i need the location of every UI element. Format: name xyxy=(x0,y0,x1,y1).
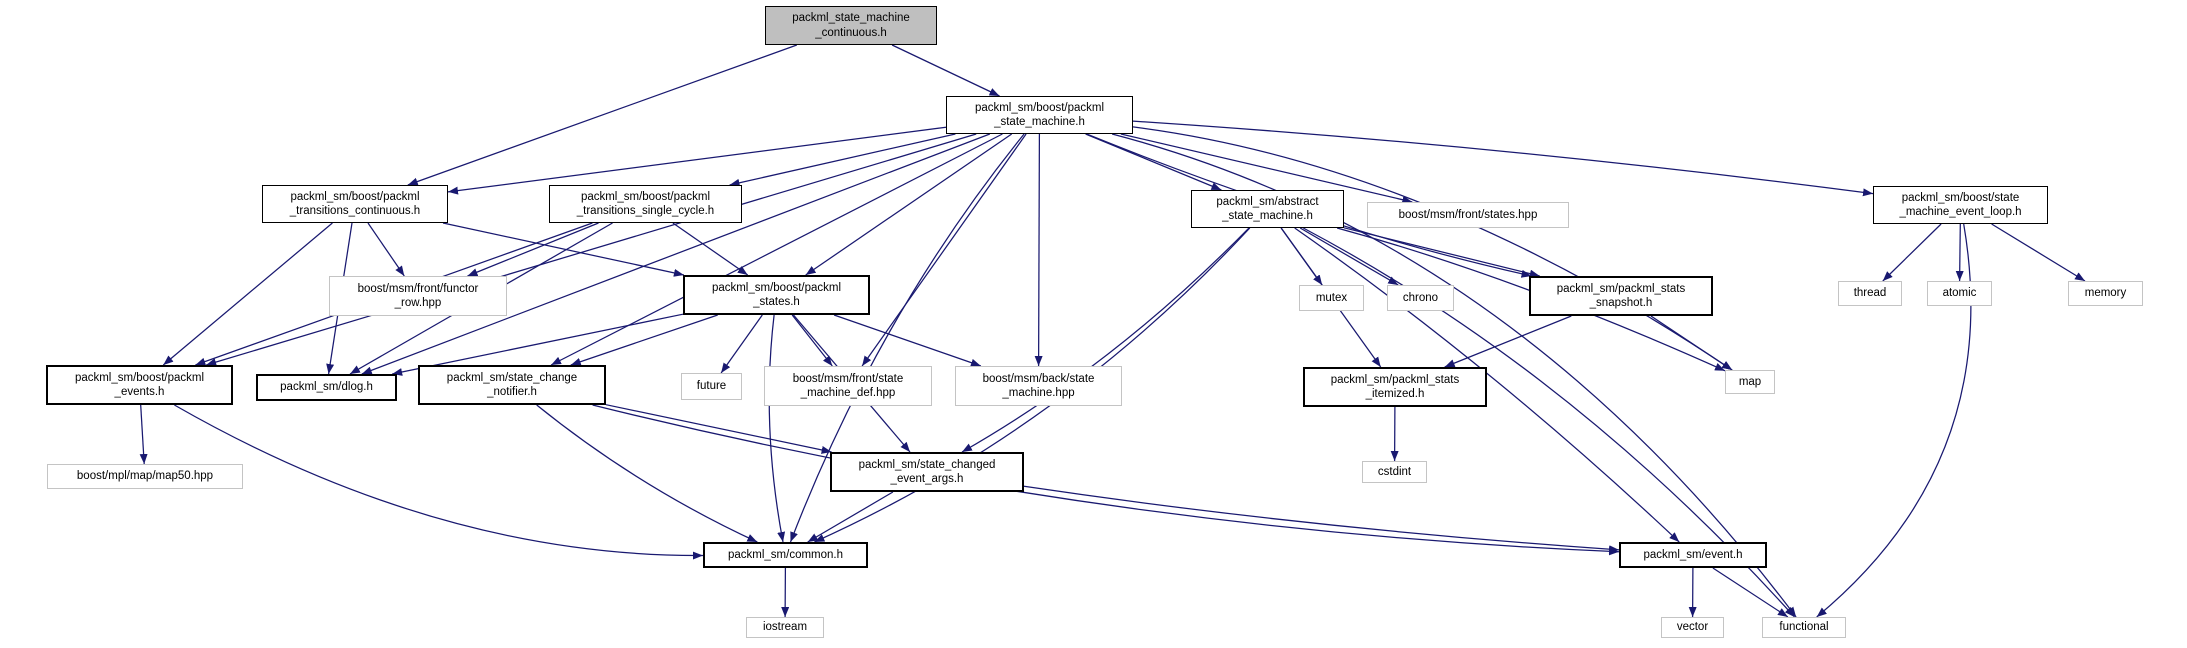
node-future: future xyxy=(681,373,742,400)
edge-packml-state-machine-to-state-machine-event-loop xyxy=(1132,120,1874,197)
edge-transitions-continuous-to-packml-events xyxy=(162,222,333,366)
edge-state-machine-event-loop-to-memory xyxy=(1991,223,2086,282)
edge-packml-state-machine-to-msm-front-states xyxy=(1120,133,1413,204)
edge-transitions-single-cycle-to-packml-states xyxy=(672,222,749,276)
node-common[interactable]: packml_sm/common.h xyxy=(703,542,868,568)
edge-event-to-functional xyxy=(1712,567,1789,618)
edge-abstract-state-machine-to-state-changed-event-args xyxy=(961,227,1250,453)
node-memory: memory xyxy=(2068,281,2143,306)
edge-packml-state-machine-to-common xyxy=(789,133,1025,543)
edge-packml-state-machine-to-functional xyxy=(1111,133,1797,618)
node-chrono: chrono xyxy=(1387,285,1454,311)
edge-state-change-notifier-to-event xyxy=(592,404,1620,556)
edge-packml-states-to-state-change-notifier xyxy=(570,314,718,366)
edge-packml-state-machine-to-packml-states xyxy=(805,133,1013,276)
edge-transitions-continuous-to-msm-functor-row xyxy=(367,222,405,277)
node-packml-state-machine-continuous: packml_state_machine _continuous.h xyxy=(765,6,937,45)
node-dlog[interactable]: packml_sm/dlog.h xyxy=(256,374,397,401)
edge-state-machine-event-loop-to-thread xyxy=(1882,223,1942,282)
edge-packml-stats-snapshot-to-map xyxy=(1650,315,1733,371)
edge-packml-state-machine-to-state-change-notifier xyxy=(550,133,1003,366)
edge-transitions-single-cycle-to-msm-functor-row xyxy=(467,222,599,277)
node-transitions-continuous[interactable]: packml_sm/boost/packml _transitions_cont… xyxy=(262,185,448,223)
edge-packml-state-machine-to-packml-events xyxy=(206,133,977,366)
edge-packml-state-machine-to-dlog xyxy=(361,133,991,375)
edge-packml-states-to-future xyxy=(720,314,763,374)
edge-abstract-state-machine-to-event xyxy=(1294,227,1680,543)
node-atomic: atomic xyxy=(1927,281,1992,306)
node-state-change-notifier[interactable]: packml_sm/state_change _notifier.h xyxy=(418,365,606,405)
node-abstract-state-machine[interactable]: packml_sm/abstract _state_machine.h xyxy=(1191,190,1344,228)
edge-packml-state-machine-to-transitions-continuous xyxy=(447,126,947,195)
node-msm-front-state-machine-def: boost/msm/front/state _machine_def.hpp xyxy=(764,366,932,406)
node-packml-events[interactable]: packml_sm/boost/packml _events.h xyxy=(46,365,233,405)
node-cstdint: cstdint xyxy=(1362,461,1427,483)
edge-packml-states-to-msm-front-state-machine-def xyxy=(791,314,833,367)
edge-packml-state-machine-to-msm-front-state-machine-def xyxy=(861,133,1027,367)
edge-abstract-state-machine-to-chrono xyxy=(1299,227,1399,286)
node-state-machine-event-loop[interactable]: packml_sm/boost/state _machine_event_loo… xyxy=(1873,186,2048,224)
edge-state-change-notifier-to-common xyxy=(536,404,758,543)
node-msm-functor-row: boost/msm/front/functor _row.hpp xyxy=(329,276,507,316)
node-packml-stats-itemized[interactable]: packml_sm/packml_stats _itemized.h xyxy=(1303,367,1487,407)
edge-packml-state-machine-continuous-to-packml-state-machine xyxy=(891,44,1000,97)
node-state-changed-event-args[interactable]: packml_sm/state_changed _event_args.h xyxy=(830,452,1024,492)
edge-packml-state-machine-continuous-to-transitions-continuous xyxy=(407,44,798,186)
edge-abstract-state-machine-to-packml-stats-snapshot xyxy=(1343,227,1540,278)
edge-packml-stats-snapshot-to-packml-stats-itemized xyxy=(1444,315,1572,368)
node-map: map xyxy=(1725,370,1775,394)
edge-packml-state-machine-to-transitions-single-cycle xyxy=(729,133,956,187)
node-packml-stats-snapshot[interactable]: packml_sm/packml_stats _snapshot.h xyxy=(1529,276,1713,316)
edge-packml-events-to-mpl-map50 xyxy=(139,404,148,465)
node-msm-back-state-machine: boost/msm/back/state _machine.hpp xyxy=(955,366,1122,406)
edge-packml-state-machine-to-msm-back-state-machine xyxy=(1034,133,1043,367)
edge-packml-states-to-common xyxy=(768,314,786,543)
edge-packml-state-machine-to-map xyxy=(1132,126,1733,371)
edge-state-changed-event-args-to-event xyxy=(1023,485,1620,554)
edge-transitions-continuous-to-packml-states xyxy=(442,222,685,277)
edge-packml-events-to-common xyxy=(174,404,704,560)
edge-abstract-state-machine-to-map xyxy=(1336,227,1726,372)
node-mpl-map50: boost/mpl/map/map50.hpp xyxy=(47,464,243,489)
edge-state-change-notifier-to-state-changed-event-args xyxy=(605,404,832,454)
node-packml-states[interactable]: packml_sm/boost/packml _states.h xyxy=(683,275,870,315)
edge-abstract-state-machine-to-common xyxy=(814,227,1251,543)
node-thread: thread xyxy=(1838,281,1902,306)
edge-state-changed-event-args-to-common xyxy=(807,491,894,543)
node-iostream: iostream xyxy=(746,617,824,638)
node-packml-state-machine[interactable]: packml_sm/boost/packml _state_machine.h xyxy=(946,96,1133,134)
node-transitions-single-cycle[interactable]: packml_sm/boost/packml _transitions_sing… xyxy=(549,185,742,223)
node-event[interactable]: packml_sm/event.h xyxy=(1619,542,1767,568)
node-msm-front-states: boost/msm/front/states.hpp xyxy=(1367,202,1569,228)
node-mutex: mutex xyxy=(1299,285,1364,311)
node-vector: vector xyxy=(1661,617,1724,638)
edge-state-machine-event-loop-to-atomic xyxy=(1955,223,1964,282)
edge-packml-states-to-msm-back-state-machine xyxy=(833,314,982,367)
node-functional: functional xyxy=(1762,617,1846,638)
